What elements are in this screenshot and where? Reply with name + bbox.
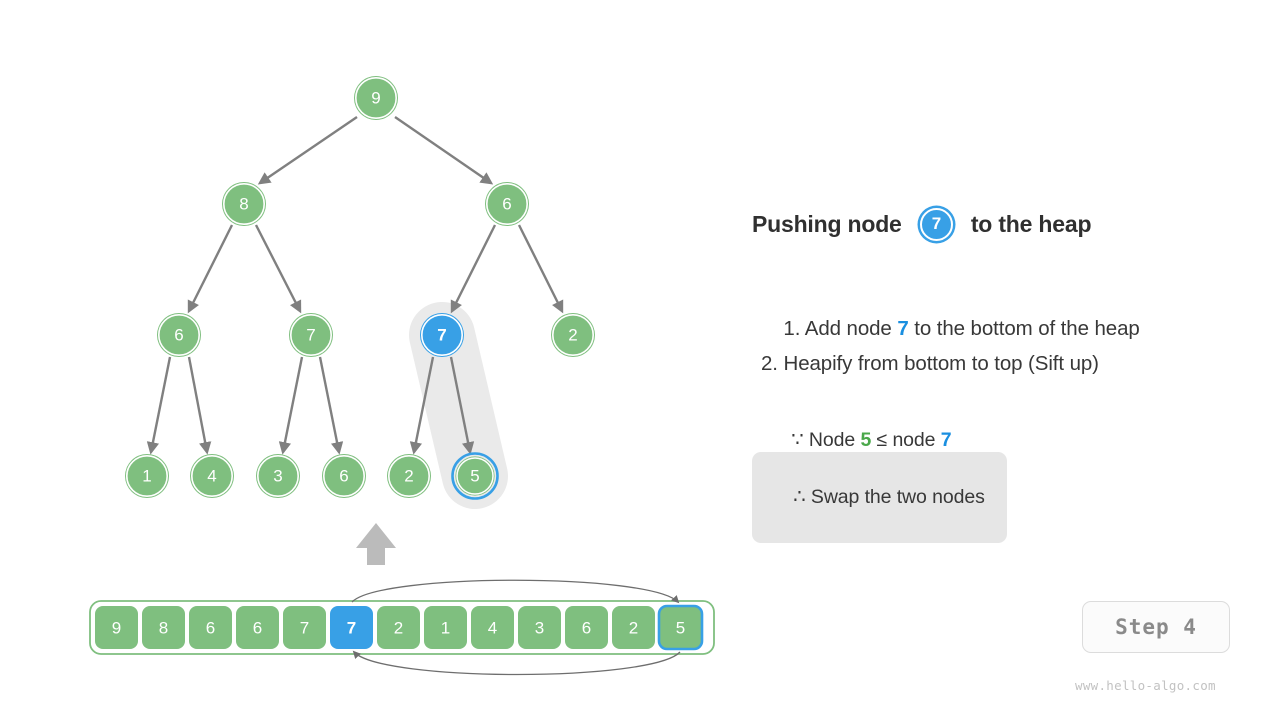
node-label: 7 xyxy=(306,326,315,345)
array-cell-1[interactable]: 8 xyxy=(142,606,185,649)
array-cell-value: 6 xyxy=(253,619,262,638)
array-cell-value: 1 xyxy=(441,619,450,638)
tree-node-8[interactable]: 8 xyxy=(222,182,266,226)
edge-8-6 xyxy=(187,224,234,314)
edge-9-8 xyxy=(257,116,358,185)
node-label: 4 xyxy=(207,467,216,486)
heap-array: 9 8 6 6 7 7 2 1 xyxy=(89,600,715,655)
array-cell-value: 6 xyxy=(206,619,215,638)
node-label: 8 xyxy=(239,195,248,214)
array-cell-12-highlight[interactable]: 5 xyxy=(657,604,704,651)
array-cell-value: 2 xyxy=(629,619,638,638)
tree-node-1[interactable]: 1 xyxy=(125,454,169,498)
tree-array-link-arrow xyxy=(356,523,396,565)
edge-6-2 xyxy=(517,224,564,314)
tree-node-6-right[interactable]: 6 xyxy=(485,182,529,226)
reason-line: ∵ Node 5 ≤ node 7 xyxy=(770,405,952,475)
array-cell-2[interactable]: 6 xyxy=(189,606,232,649)
node-label: 9 xyxy=(371,89,380,108)
reason-symbol: ∵ xyxy=(791,429,809,451)
array-cell-8[interactable]: 4 xyxy=(471,606,514,649)
array-cell-value: 7 xyxy=(347,619,356,638)
tree-node-7-l2[interactable]: 7 xyxy=(289,313,333,357)
tree-node-6-l2a[interactable]: 6 xyxy=(157,313,201,357)
step-1-suffix: to the bottom of the heap xyxy=(908,317,1140,340)
array-cell-value: 8 xyxy=(159,619,168,638)
explanation-panel: Pushing node 7 to the heap 1. Add node 7… xyxy=(752,204,1252,543)
edge-7-6 xyxy=(318,356,344,455)
tree-node-2-l3[interactable]: 2 xyxy=(387,454,431,498)
heading-node-badge: 7 xyxy=(919,207,953,241)
tree-node-6-l3[interactable]: 6 xyxy=(322,454,366,498)
edge-7-3 xyxy=(278,356,304,455)
step-2-line: 2. Heapify from bottom to top (Sift up) xyxy=(761,352,1099,375)
node-label: 3 xyxy=(273,467,282,486)
array-outer-border xyxy=(89,600,715,655)
heading-suffix: to the heap xyxy=(970,210,1092,237)
footer-url: www.hello-algo.com xyxy=(1075,678,1216,693)
conclusion-badge: ∴ Swap the two nodes xyxy=(752,452,1007,543)
edge-7b-5 xyxy=(449,356,475,455)
tree-edges xyxy=(146,116,564,455)
panel-heading: Pushing node 7 to the heap xyxy=(752,204,1252,244)
edge-9-6 xyxy=(394,116,494,185)
array-cell-3[interactable]: 6 xyxy=(236,606,279,649)
tree-node-3[interactable]: 3 xyxy=(256,454,300,498)
array-cell-value: 3 xyxy=(535,619,544,638)
node-label: 2 xyxy=(404,467,413,486)
step-1-prefix: 1. Add node xyxy=(783,317,898,340)
node-label: 6 xyxy=(502,195,511,214)
edge-8-7 xyxy=(254,224,302,314)
node-label: 6 xyxy=(339,467,348,486)
array-cell-value: 5 xyxy=(676,619,685,638)
node-label: 2 xyxy=(568,326,577,345)
tree-node-7-active[interactable]: 7 xyxy=(420,313,464,357)
tree-node-9[interactable]: 9 xyxy=(354,76,398,120)
array-cell-11[interactable]: 2 xyxy=(612,606,655,649)
edge-6-4 xyxy=(187,356,212,455)
edge-6-1 xyxy=(146,356,172,455)
tree-node-5-highlight[interactable]: 5 xyxy=(451,452,499,500)
node-label: 1 xyxy=(142,467,151,486)
heading-prefix: Pushing node xyxy=(752,210,908,237)
array-cell-6[interactable]: 2 xyxy=(377,606,420,649)
array-swap-arrows xyxy=(351,579,681,676)
array-cell-value: 4 xyxy=(488,619,497,638)
swap-arc-backward xyxy=(352,650,681,676)
heap-diagram: 9 8 6 6 7 7 2 1 4 xyxy=(89,76,715,676)
node-label: 7 xyxy=(437,326,446,345)
array-cell-0[interactable]: 9 xyxy=(95,606,138,649)
reason-operator: ≤ node xyxy=(871,429,941,451)
node-label: 5 xyxy=(470,467,479,486)
swap-arc-forward xyxy=(351,579,680,604)
array-cell-value: 9 xyxy=(112,619,121,638)
reason-value-b: 7 xyxy=(940,429,952,451)
step-badge: Step 4 xyxy=(1082,601,1230,653)
edge-6-7b xyxy=(450,224,497,314)
array-cell-10[interactable]: 6 xyxy=(565,606,608,649)
node-label: 6 xyxy=(174,326,183,345)
array-cell-value: 7 xyxy=(300,619,309,638)
reason-prefix: Node xyxy=(808,429,861,451)
array-cell-4[interactable]: 7 xyxy=(283,606,326,649)
array-cell-value: 6 xyxy=(582,619,591,638)
conclusion-text: Swap the two nodes xyxy=(810,486,985,508)
step-1-line: 1. Add node 7 to the bottom of the heap xyxy=(761,293,1140,365)
array-cell-5-active[interactable]: 7 xyxy=(330,606,373,649)
tree-node-4[interactable]: 4 xyxy=(190,454,234,498)
reason-value-a: 5 xyxy=(860,429,872,451)
step-1-value: 7 xyxy=(897,317,909,340)
tree-node-2-l2[interactable]: 2 xyxy=(551,313,595,357)
edge-7b-2 xyxy=(409,356,435,455)
conclusion-symbol: ∴ xyxy=(793,486,811,508)
array-cell-7[interactable]: 1 xyxy=(424,606,467,649)
array-cell-value: 2 xyxy=(394,619,403,638)
array-cell-9[interactable]: 3 xyxy=(518,606,561,649)
